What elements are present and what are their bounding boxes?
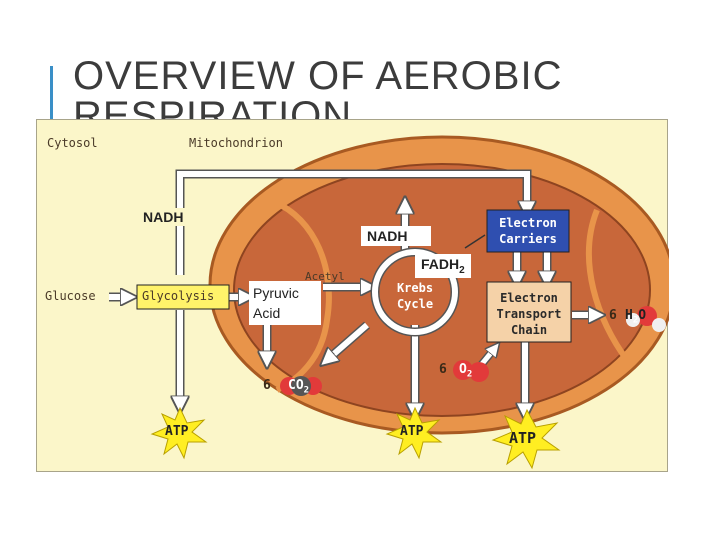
co2-label: CO2	[288, 378, 309, 396]
co2-coefficient: 6	[263, 378, 271, 393]
pyruvic-acid-line1: Pyruvic	[253, 285, 299, 301]
krebs-cycle-label: Krebs Cycle	[395, 280, 435, 312]
krebs-line2: Cycle	[396, 297, 434, 311]
atp-star-right	[491, 408, 561, 470]
h2o-coefficient: 6	[609, 308, 617, 323]
fadh2-subscript: 2	[459, 264, 465, 276]
fadh2-text: FADH	[421, 256, 460, 272]
electron-carriers-label: Electron Carriers	[487, 215, 569, 247]
atp-star-mid	[385, 406, 443, 460]
h2o-molecule-icon	[626, 306, 666, 332]
cytosol-label: Cytosol	[47, 136, 98, 150]
aerobic-respiration-diagram: Cytosol Mitochondrion Glucose Glycolysis…	[36, 119, 669, 472]
pyruvic-acid-label: Pyruvic Acid	[249, 281, 321, 325]
h2o-label: H2O	[625, 308, 646, 326]
fadh2-label: FADH2	[415, 254, 471, 278]
o2-subscript: 2	[466, 369, 473, 380]
co2-text: CO	[288, 378, 304, 393]
etc-line1: Electron	[500, 291, 558, 305]
etc-box	[486, 281, 572, 343]
title-accent-bar	[50, 66, 53, 124]
co2-molecule-icon	[280, 376, 322, 396]
co2-subscript: 2	[303, 385, 310, 396]
atp-left-label: ATP	[165, 424, 189, 439]
acetyl-label: Acetyl	[305, 270, 345, 283]
crista-left	[266, 197, 332, 393]
atp-right-label: ATP	[509, 429, 537, 447]
h2o-h: H	[625, 308, 633, 323]
o2-label: O2	[459, 362, 472, 380]
h2o-o: O	[638, 308, 647, 323]
o2-coefficient: 6	[439, 362, 447, 377]
glucose-label: Glucose	[45, 289, 96, 303]
nadh-left-label: NADH	[137, 208, 207, 226]
etc-line3: Chain	[510, 323, 548, 337]
krebs-line1: Krebs	[396, 281, 434, 295]
pyruvic-acid-line2: Acid	[253, 305, 281, 321]
h2o-subscript: 2	[632, 315, 639, 326]
atp-star-left	[150, 406, 208, 460]
electron-carriers-box	[486, 209, 570, 253]
o2-molecule-icon	[453, 360, 489, 382]
crista-right	[586, 208, 630, 362]
glycolysis-label: Glycolysis	[142, 289, 215, 303]
slide-title: OVERVIEW OF AEROBIC RESPIRATION	[73, 56, 562, 136]
slide-title-line1: OVERVIEW OF AEROBIC	[73, 54, 563, 98]
krebs-cycle-circle	[370, 247, 460, 337]
diagram-svg	[109, 135, 669, 470]
o2-text: O	[459, 362, 467, 377]
nadh-center-label: NADH	[361, 226, 431, 246]
etc-label: Electron Transport Chain	[487, 290, 571, 338]
electron-carriers-line1: Electron	[499, 216, 557, 230]
atp-mid-label: ATP	[400, 424, 424, 439]
mitochondrion-label: Mitochondrion	[189, 136, 283, 150]
glycolysis-box	[136, 284, 230, 310]
etc-line2: Transport	[496, 307, 562, 321]
electron-carriers-line2: Carriers	[499, 232, 557, 246]
